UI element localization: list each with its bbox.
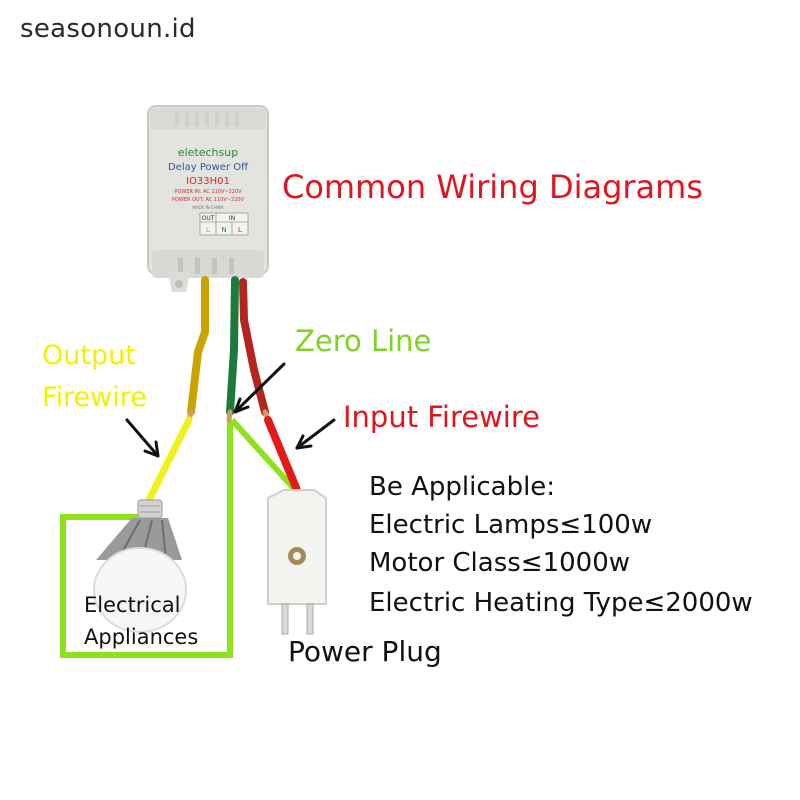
output-firewire-label-2: Firewire <box>42 382 147 413</box>
watermark: seasonoun.id <box>20 14 196 44</box>
appliance-label-1: Electrical <box>84 593 181 617</box>
device-power-out: POWER OUT: AC 110V~220V <box>172 197 245 203</box>
terminal-l-in: L <box>238 226 242 234</box>
yellow-wire <box>187 276 209 416</box>
light-bulb-icon <box>93 499 187 633</box>
power-plug-label: Power Plug <box>288 635 442 668</box>
device-name: Delay Power Off <box>168 162 249 173</box>
terminal-out-label: OUT <box>202 215 215 222</box>
zero-line-label: Zero Line <box>295 324 432 358</box>
device-brand: eletechsup <box>178 146 238 159</box>
input-firewire-label: Input Firewire <box>343 400 540 434</box>
applicable-item: Motor Class≤1000w <box>369 548 631 578</box>
terminal-l-out: L <box>206 226 210 234</box>
appliance-label-2: Appliances <box>84 625 199 649</box>
terminal-n: N <box>221 226 226 234</box>
red-wire <box>239 278 269 416</box>
applicable-item: Electric Heating Type≤2000w <box>369 588 753 618</box>
zero-line-loop <box>60 417 300 658</box>
device-power-in: POWER IN: AC 110V~220V <box>174 189 242 195</box>
pointer-arrows <box>125 362 336 458</box>
device-made-in: MADE IN CHINA <box>192 205 223 210</box>
applicable-item: Electric Lamps≤100w <box>369 510 653 540</box>
output-firewire-label-1: Output <box>42 340 136 371</box>
green-wire <box>226 276 239 416</box>
applicable-heading: Be Applicable: <box>369 472 556 502</box>
terminal-in-label: IN <box>229 215 235 222</box>
output-firewire-highlight <box>140 416 193 514</box>
power-plug-icon <box>267 489 327 635</box>
diagram-title: Common Wiring Diagrams <box>282 168 703 206</box>
input-firewire-highlight <box>264 416 301 494</box>
device-model: IO33H01 <box>186 176 230 187</box>
delay-module: eletechsup Delay Power Off IO33H01 POWER… <box>147 105 269 292</box>
